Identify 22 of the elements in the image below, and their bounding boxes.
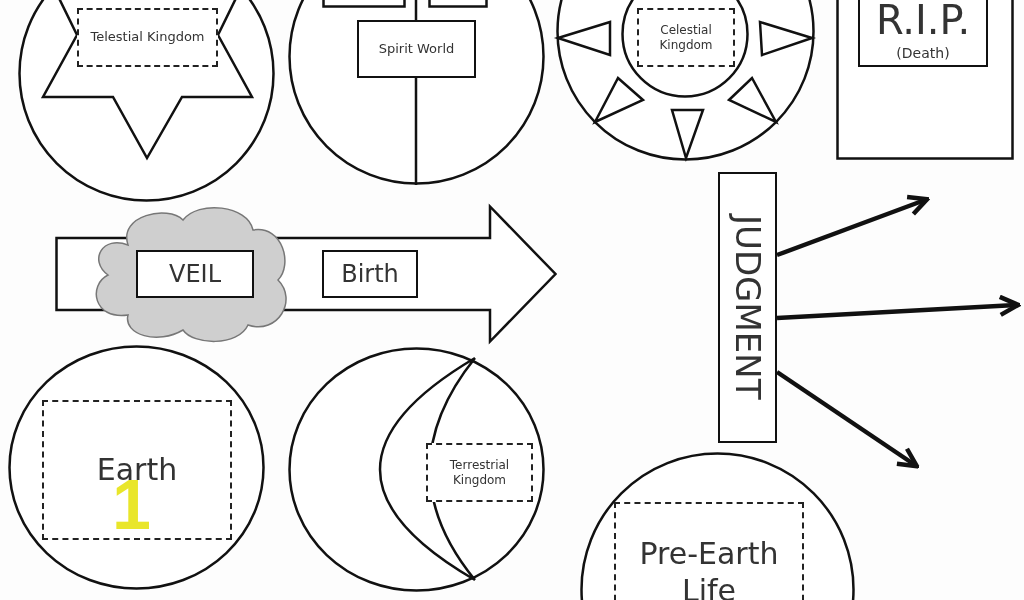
dashed-frame bbox=[637, 8, 735, 67]
text-frame bbox=[718, 172, 777, 443]
text-frame bbox=[136, 250, 254, 298]
dashed-frame bbox=[614, 502, 804, 600]
text-label: R.I.P. bbox=[875, 0, 971, 45]
text-frame bbox=[357, 20, 476, 78]
dashed-frame bbox=[426, 443, 533, 502]
text-label: Birth bbox=[341, 259, 399, 289]
text-label: Telestial Kingdom bbox=[90, 29, 205, 46]
dashed-frame bbox=[42, 400, 232, 540]
arrow bbox=[776, 194, 930, 258]
text-label: Celestial Kingdom bbox=[658, 22, 714, 53]
dashed-frame bbox=[77, 8, 218, 67]
text-label: (Death) bbox=[896, 44, 950, 63]
text-frame bbox=[858, 0, 988, 67]
text-label: Terrestrial Kingdom bbox=[448, 457, 511, 488]
text-label: JUDGMENT bbox=[726, 215, 769, 400]
arrow bbox=[775, 370, 920, 469]
arrow bbox=[776, 294, 1021, 321]
text-label: VEIL bbox=[169, 259, 221, 289]
text-label: Spirit World bbox=[378, 40, 455, 58]
text-frame bbox=[322, 250, 418, 298]
